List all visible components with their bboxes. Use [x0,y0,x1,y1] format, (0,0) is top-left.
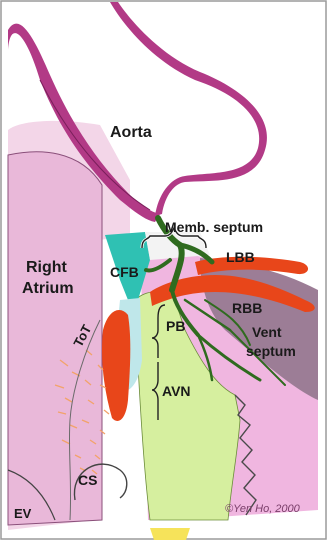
rbb-label: RBB [232,300,262,316]
avn-label: AVN [162,383,191,399]
ev-label: EV [14,506,32,521]
right-atrium-label-line2: Atrium [22,280,74,297]
pb-label: PB [166,318,185,334]
vent-septum-label-line1: Vent [252,324,282,340]
cs-label: CS [78,472,97,488]
aorta-label: Aorta [110,124,152,141]
vent-septum-label-line2: septum [246,343,296,359]
right-atrium-label-line1: Right [26,259,68,276]
memb-septum-label: Memb. septum [165,219,263,235]
bottom-yellow-mark [150,528,190,540]
credit-text: ©Yen Ho, 2000 [225,503,301,515]
cfb-label: CFB [110,264,139,280]
lbb-label: LBB [226,249,255,265]
